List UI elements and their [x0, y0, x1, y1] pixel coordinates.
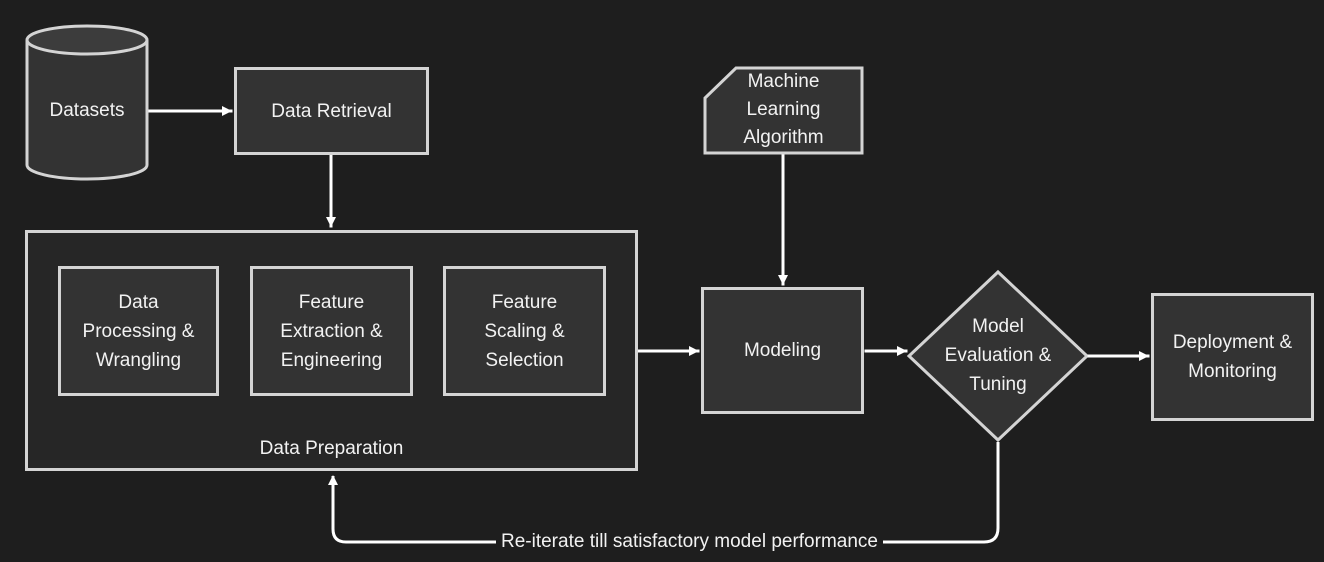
- data-retrieval-box: Data Retrieval: [234, 67, 429, 155]
- data-processing-box: Data Processing & Wrangling: [58, 266, 219, 396]
- modeling-box: Modeling: [701, 287, 864, 414]
- deployment-box: Deployment & Monitoring: [1151, 293, 1314, 421]
- ml-algorithm-card: [703, 66, 864, 155]
- feature-extraction-box: Feature Extraction & Engineering: [250, 266, 413, 396]
- data-preparation-label: Data Preparation: [259, 438, 404, 459]
- feature-scaling-box: Feature Scaling & Selection: [443, 266, 606, 396]
- ml-algorithm-label: Machine Learning Algorithm: [743, 71, 824, 148]
- datasets-label: Datasets: [49, 100, 125, 121]
- model-evaluation-diamond: [906, 269, 1090, 443]
- reiterate-label: Re-iterate till satisfactory model perfo…: [496, 529, 883, 555]
- model-evaluation-label: Model Evaluation & Tuning: [944, 316, 1052, 395]
- datasets-cylinder: [25, 24, 149, 181]
